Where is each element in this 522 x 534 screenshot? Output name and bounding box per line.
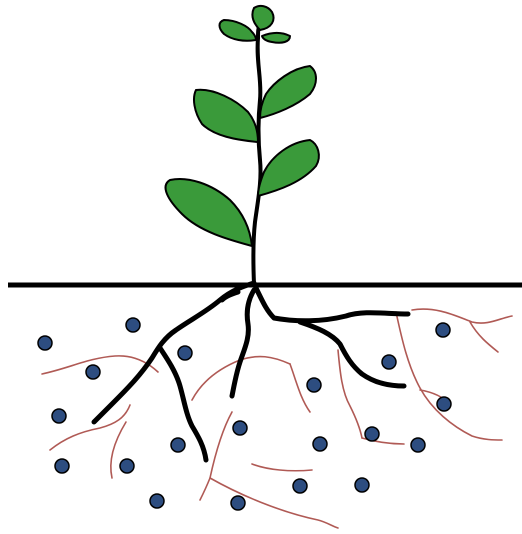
particle-11	[231, 496, 245, 510]
particle-10	[233, 421, 247, 435]
leaf-top-left	[220, 20, 257, 41]
particle-12	[293, 479, 307, 493]
hypha-11	[412, 309, 512, 323]
particle-5	[52, 409, 66, 423]
leaf-upper-right	[260, 66, 316, 118]
hypha-8	[252, 464, 312, 471]
particle-7	[55, 459, 69, 473]
root-right-branch	[300, 322, 404, 386]
particle-15	[355, 478, 369, 492]
particle-17	[382, 355, 396, 369]
particle-8	[120, 459, 134, 473]
hypha-12	[470, 322, 498, 352]
particle-16	[365, 427, 379, 441]
particle-14	[313, 437, 327, 451]
particle-13	[307, 378, 321, 392]
particle-9	[150, 494, 164, 508]
leaf-top-right	[262, 33, 290, 43]
leaf-top-center	[252, 6, 273, 30]
root-main-left	[94, 283, 254, 422]
stem	[253, 38, 260, 284]
leaf-middle-right	[258, 140, 319, 196]
fungal-hyphae	[42, 309, 512, 528]
particle-2	[126, 318, 140, 332]
root-center	[232, 290, 254, 396]
particle-19	[436, 323, 450, 337]
particle-18	[411, 438, 425, 452]
particle-3	[86, 365, 100, 379]
particle-20	[437, 397, 451, 411]
leaf-lower-left	[166, 179, 252, 246]
root-right-main	[256, 288, 408, 321]
particle-1	[38, 336, 52, 350]
plant	[166, 6, 319, 284]
hypha-7	[210, 478, 338, 528]
particle-4	[178, 346, 192, 360]
particle-6	[171, 438, 185, 452]
root-small-left	[222, 292, 238, 300]
leaf-middle-left	[194, 90, 258, 142]
